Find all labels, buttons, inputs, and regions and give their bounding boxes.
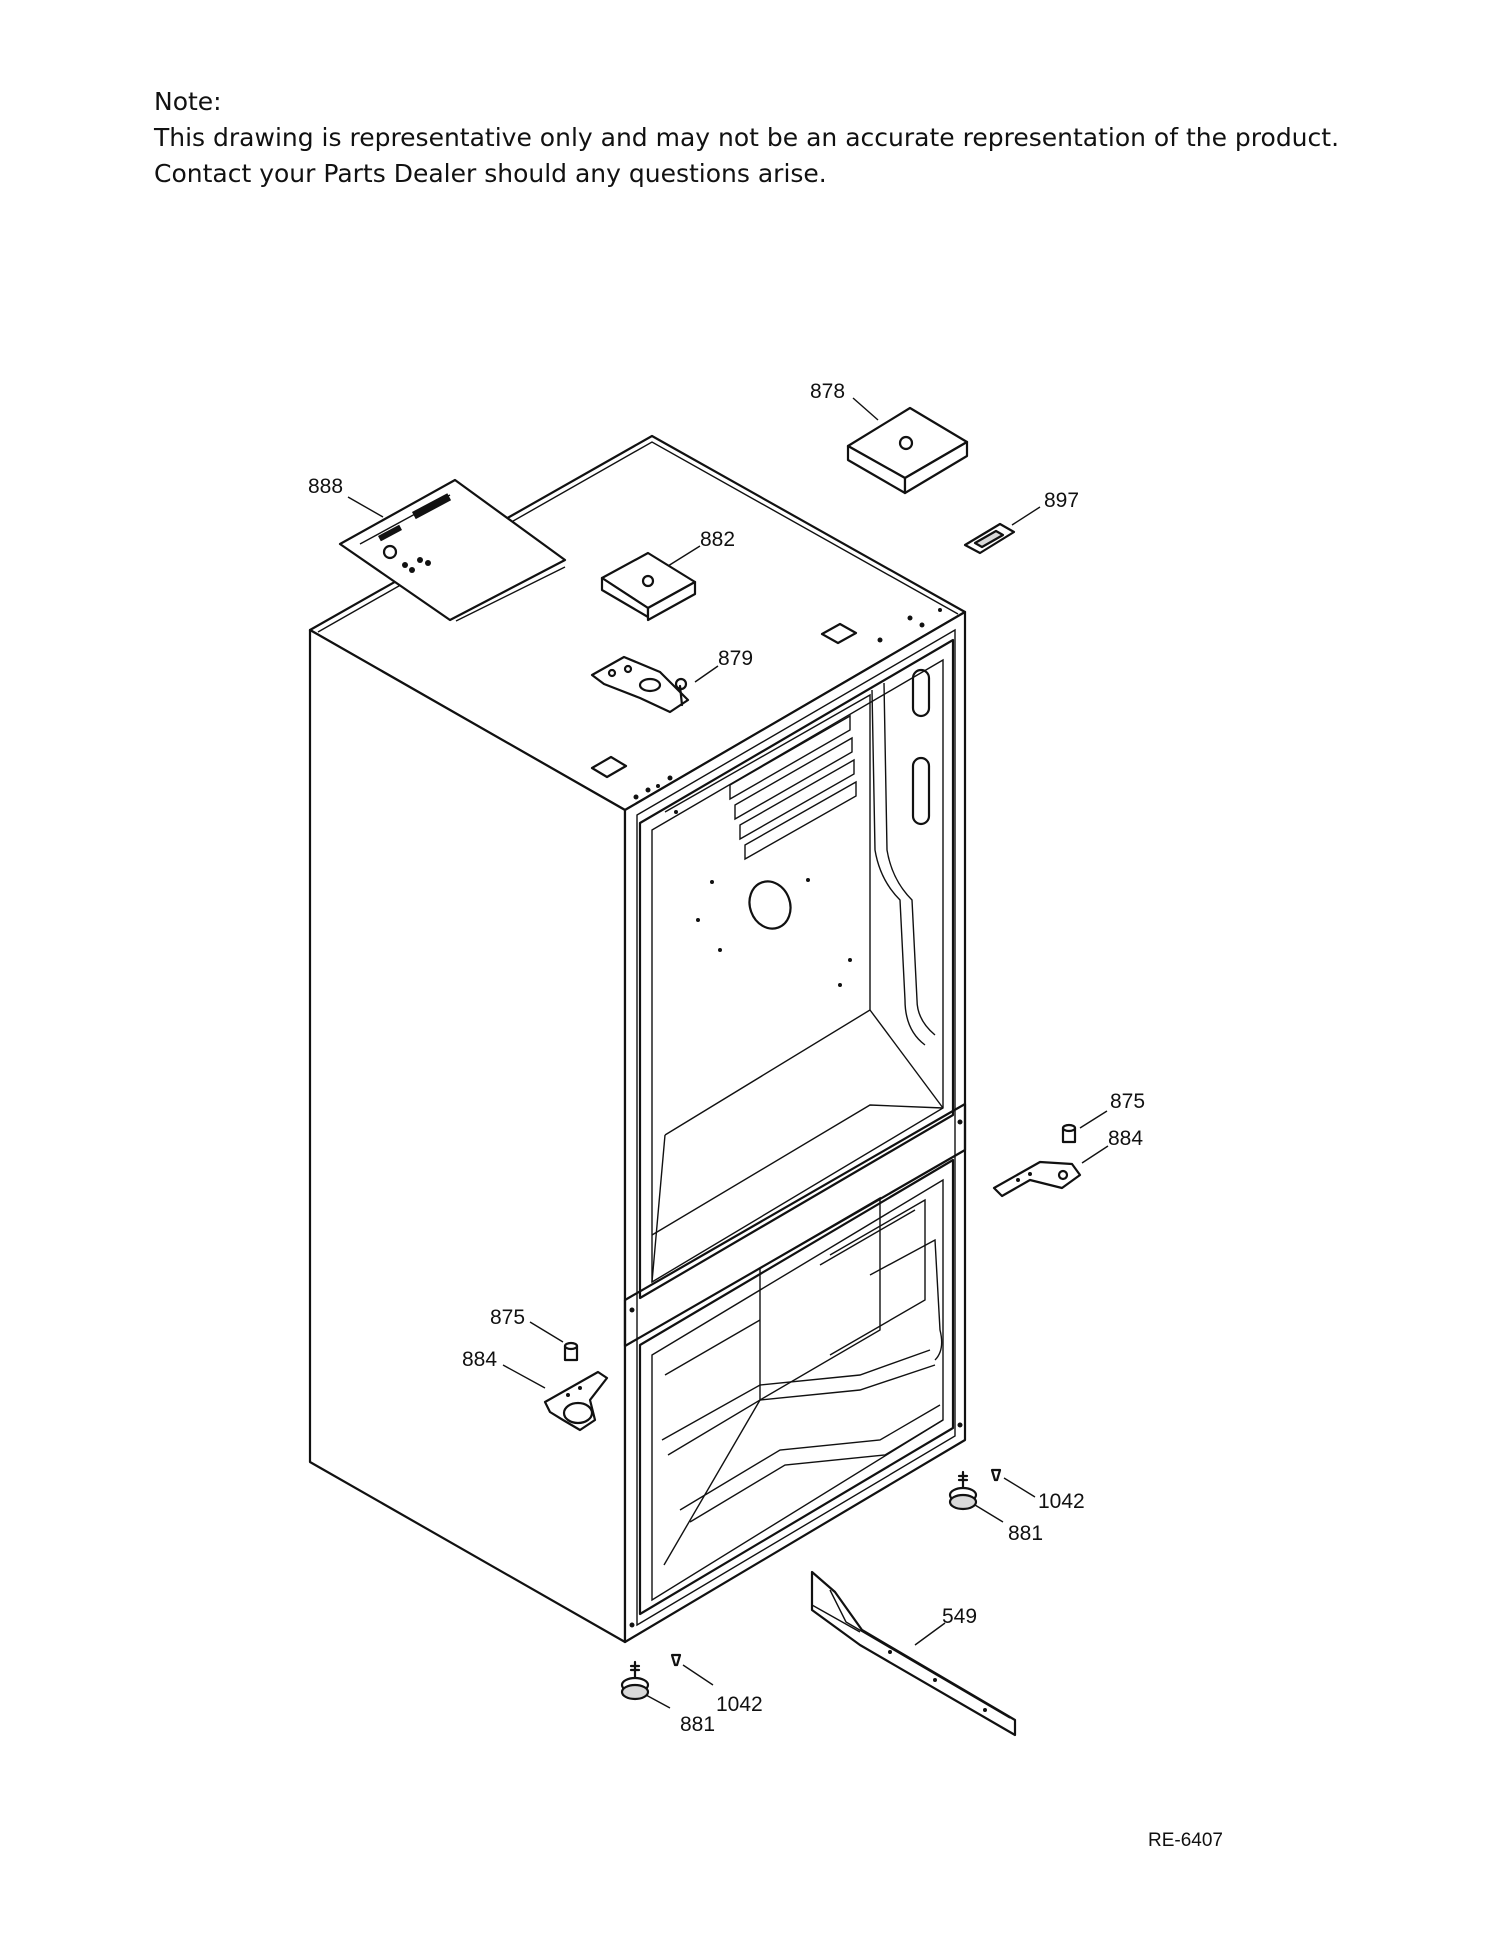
disclaimer-note: Note: This drawing is representative onl… xyxy=(154,84,1404,192)
callout-884-left: 884 xyxy=(462,1348,497,1371)
air-duct-louvers xyxy=(729,714,857,861)
note-line-2: Contact your Parts Dealer should any que… xyxy=(154,159,827,188)
callout-549: 549 xyxy=(942,1605,977,1628)
callout-1042-right: 1042 xyxy=(1038,1490,1085,1513)
callout-875-left: 875 xyxy=(490,1306,525,1329)
part-884-right-hinge xyxy=(992,1160,1082,1198)
refrigerator-cabinet xyxy=(308,434,967,1644)
callout-875-right: 875 xyxy=(1110,1090,1145,1113)
part-881-left-leveling-leg xyxy=(620,1660,650,1701)
callout-888: 888 xyxy=(308,475,343,498)
part-888-label-sheet xyxy=(338,478,567,622)
callout-881-left: 881 xyxy=(680,1713,715,1736)
part-882-hinge-cover xyxy=(600,551,697,622)
part-897-cap xyxy=(963,522,1016,555)
callout-1042-left: 1042 xyxy=(716,1693,763,1716)
note-heading: Note: xyxy=(154,87,222,116)
note-line-1: This drawing is representative only and … xyxy=(154,123,1340,152)
part-549-rail xyxy=(810,1570,1017,1737)
callout-897: 897 xyxy=(1044,489,1079,512)
callout-879: 879 xyxy=(718,647,753,670)
document-id: RE-6407 xyxy=(1148,1830,1223,1851)
part-879-top-hinge xyxy=(590,655,690,714)
part-878-top-hinge-cover xyxy=(846,406,969,495)
part-875-right-pin xyxy=(1061,1123,1077,1144)
part-881-right-leveling-leg xyxy=(948,1470,978,1511)
callout-884-right: 884 xyxy=(1108,1127,1143,1150)
part-875-left-pin xyxy=(563,1341,579,1362)
part-884-left-hinge xyxy=(543,1370,609,1432)
callout-878: 878 xyxy=(810,380,845,403)
part-1042-right-screw xyxy=(990,1468,1002,1482)
part-1042-left-screw xyxy=(670,1653,682,1667)
top-holes xyxy=(629,608,963,1628)
callout-881-right: 881 xyxy=(1008,1522,1043,1545)
callout-882: 882 xyxy=(700,528,735,551)
